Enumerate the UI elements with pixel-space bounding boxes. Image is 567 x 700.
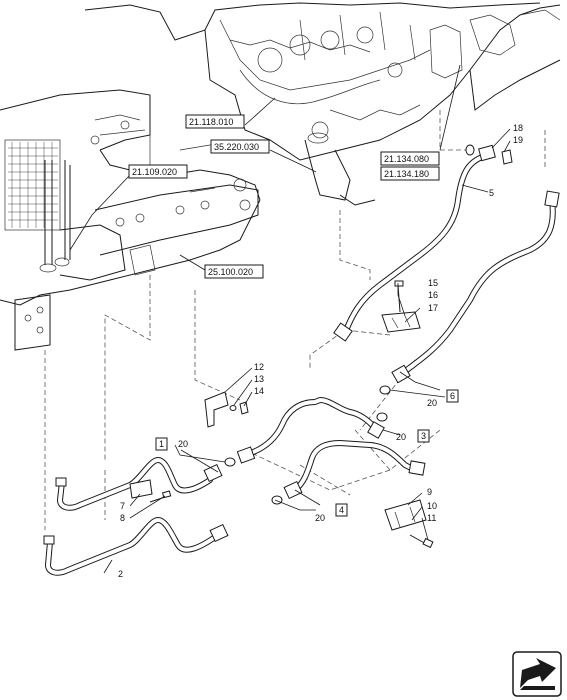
pipe-3 xyxy=(242,397,378,458)
leader-lines xyxy=(69,64,511,574)
callout-13: 13 xyxy=(254,374,264,384)
assembly-lines xyxy=(44,110,546,530)
callout-18: 18 xyxy=(513,123,523,133)
group-box-label: 3 xyxy=(421,431,426,441)
pipe-1 xyxy=(57,457,213,511)
pipe-5 xyxy=(342,152,491,336)
callout-20-pipe6: 20 xyxy=(427,398,437,408)
callout-9: 9 xyxy=(427,487,432,497)
callout-15: 15 xyxy=(428,278,438,288)
pipe-4 xyxy=(292,440,418,493)
reference-label: 25.100.020 xyxy=(208,267,253,277)
callout-12: 12 xyxy=(254,362,264,372)
callout-8: 8 xyxy=(120,513,125,523)
reference-21-134-080[interactable]: 21.134.080 xyxy=(380,151,440,166)
reference-21-109-020[interactable]: 21.109.020 xyxy=(128,164,188,179)
group-box-1: 1 xyxy=(155,437,168,451)
reference-35-220-030[interactable]: 35.220.030 xyxy=(210,139,270,154)
callout-2: 2 xyxy=(118,569,123,579)
callout-19: 19 xyxy=(513,135,523,145)
callout-17: 17 xyxy=(428,303,438,313)
callout-16: 16 xyxy=(428,290,438,300)
callout-14: 14 xyxy=(254,386,264,396)
pipe-2 xyxy=(45,517,221,576)
group-box-label: 6 xyxy=(450,391,455,401)
group-box-3: 3 xyxy=(417,429,430,443)
fittings xyxy=(43,144,560,549)
callouts: 18 19 5 15 16 17 20 12 13 14 20 20 20 7 … xyxy=(118,123,523,579)
reference-label: 21.134.080 xyxy=(384,154,429,164)
page-turn-arrow-icon[interactable] xyxy=(512,651,562,697)
callout-10: 10 xyxy=(427,501,437,511)
callout-20-pipe3: 20 xyxy=(396,432,406,442)
reference-21-118-010[interactable]: 21.118.010 xyxy=(185,114,245,129)
callout-11: 11 xyxy=(427,513,436,523)
cooler-core xyxy=(4,139,61,231)
callout-7: 7 xyxy=(120,501,125,511)
callout-5: 5 xyxy=(489,188,494,198)
pipe-6 xyxy=(397,197,556,378)
callout-20-pipe4: 20 xyxy=(315,513,325,523)
group-box-6: 6 xyxy=(446,389,459,403)
callout-20-pipe1: 20 xyxy=(178,439,188,449)
reference-25-100-020[interactable]: 25.100.020 xyxy=(204,264,264,279)
reference-label: 21.134.180 xyxy=(384,169,429,179)
group-box-label: 4 xyxy=(339,505,344,515)
machine-structure xyxy=(0,2,561,351)
reference-21-134-180[interactable]: 21.134.180 xyxy=(380,166,440,181)
reference-label: 21.109.020 xyxy=(132,167,177,177)
group-box-label: 1 xyxy=(159,439,164,449)
reference-label: 21.118.010 xyxy=(189,117,233,127)
group-box-4: 4 xyxy=(335,503,348,517)
reference-label: 35.220.030 xyxy=(214,142,259,152)
